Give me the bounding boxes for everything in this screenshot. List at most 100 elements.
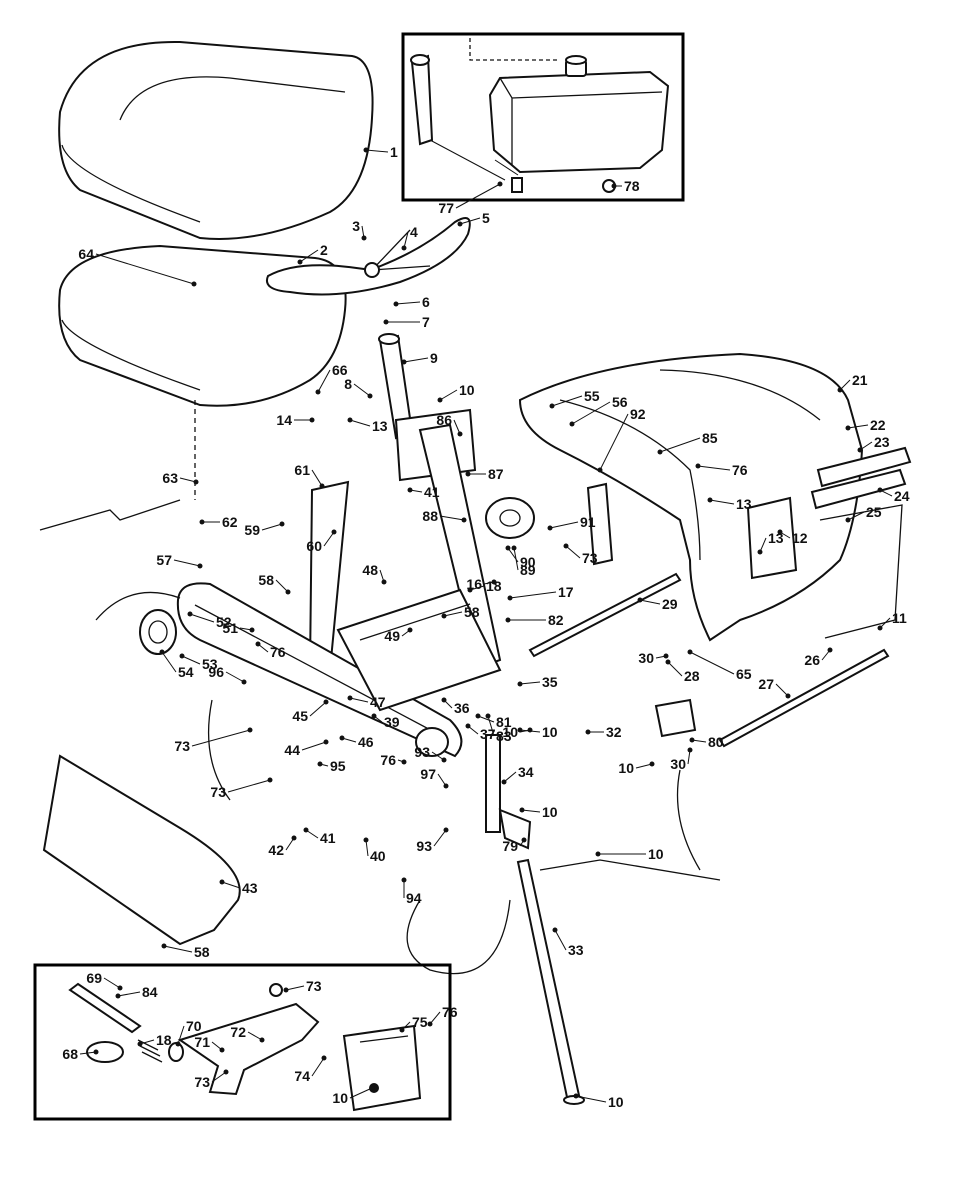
part-callout-number: 86	[436, 412, 452, 428]
callout-leader-line	[443, 611, 463, 617]
callout-target-dot	[347, 695, 353, 701]
part-callout-number: 58	[464, 604, 480, 620]
callout-leader-line	[191, 729, 251, 747]
part-callout-number: 69	[86, 970, 102, 986]
callout-leader-line	[775, 683, 789, 697]
callout-target-dot	[223, 1069, 229, 1075]
part-callout-number: 52	[216, 614, 232, 630]
callout-target-dot	[401, 245, 407, 251]
callout-target-dot	[845, 425, 851, 431]
part-callout-number: 79	[502, 838, 518, 854]
callout-leader-line	[227, 779, 271, 793]
callout-leader-line	[689, 651, 735, 675]
part-callout-number: 13	[768, 530, 784, 546]
callout-target-dot	[279, 521, 285, 527]
callout-leader-line	[173, 559, 201, 567]
callout-target-dot	[569, 421, 575, 427]
callout-target-dot	[547, 525, 553, 531]
part-callout-number: 76	[732, 462, 748, 478]
part-callout-number: 95	[330, 758, 346, 774]
part-callout-number: 91	[580, 514, 596, 530]
part-callout-number: 63	[162, 470, 178, 486]
part-callout-number: 97	[420, 766, 436, 782]
callout-leader-line	[403, 231, 409, 249]
part-callout-number: 93	[414, 744, 430, 760]
callout-target-dot	[367, 393, 373, 399]
part-callout-number: 68	[62, 1046, 78, 1062]
part-callout-number: 48	[362, 562, 378, 578]
callout-leader-line	[353, 383, 371, 397]
shift-lever-icon	[177, 1002, 320, 1096]
callout-leader-line	[453, 419, 461, 435]
part-callout-number: 11	[892, 610, 907, 626]
part-callout-number: 85	[702, 430, 718, 446]
callout-target-dot	[827, 647, 833, 653]
callout-leader-line	[487, 715, 495, 737]
callout-leader-line	[433, 829, 447, 847]
callout-target-dot	[573, 1093, 579, 1099]
callout-leader-line	[439, 515, 465, 521]
part-callout-number: 73	[194, 1074, 210, 1090]
part-callout-number: 1	[390, 144, 398, 160]
callout-leader-line	[599, 413, 629, 471]
callout-target-dot	[339, 735, 345, 741]
callout-target-dot	[309, 417, 315, 423]
callout-target-dot	[457, 221, 463, 227]
callout-target-dot	[319, 483, 325, 489]
part-callout-number: 56	[612, 394, 628, 410]
part-callout-number: 73	[174, 738, 190, 754]
callout-target-dot	[657, 449, 663, 455]
part-callout-number: 13	[736, 496, 752, 512]
callout-leader-line	[181, 655, 201, 665]
side-panel-icon	[42, 754, 241, 946]
engine-mount-icon	[485, 497, 535, 539]
callout-leader-line	[697, 465, 731, 471]
callout-target-dot	[443, 827, 449, 833]
part-callout-number: 30	[670, 756, 686, 772]
callout-target-dot	[527, 727, 533, 733]
callout-leader-line	[309, 701, 327, 717]
part-callout-number: 2	[320, 242, 328, 258]
callout-target-dot	[877, 487, 883, 493]
callout-leader-line	[275, 579, 289, 593]
part-callout-number: 90	[520, 554, 536, 570]
callout-target-dot	[563, 543, 569, 549]
part-callout-number: 13	[372, 418, 388, 434]
part-callout-number: 41	[320, 830, 336, 846]
part-callout-number: 73	[582, 550, 598, 566]
callout-target-dot	[393, 301, 399, 307]
callout-target-dot	[519, 807, 525, 813]
pedal-bracket-icon	[654, 698, 697, 738]
part-callout-number: 7	[422, 314, 430, 330]
drive-belt-icon	[176, 582, 463, 758]
callout-target-dot	[399, 1027, 405, 1033]
callout-leader-line	[247, 1031, 263, 1041]
part-callout-number: 73	[210, 784, 226, 800]
part-callout-number: 3	[352, 218, 360, 234]
part-callout-number: 10	[502, 724, 518, 740]
callout-target-dot	[511, 545, 517, 551]
callout-leader-line	[507, 547, 519, 563]
callout-target-dot	[361, 235, 367, 241]
part-callout-number: 58	[194, 944, 210, 960]
callout-leader-line	[365, 149, 389, 153]
callout-target-dot	[297, 259, 303, 265]
callout-target-dot	[193, 479, 199, 485]
callout-leader-line	[503, 771, 517, 783]
callout-target-dot	[363, 837, 369, 843]
callout-target-dot	[521, 837, 527, 843]
callout-target-dot	[837, 387, 843, 393]
part-callout-number: 61	[294, 462, 310, 478]
callout-leader-line	[395, 301, 421, 305]
callout-target-dot	[291, 835, 297, 841]
pulley-icon	[139, 609, 449, 757]
callout-leader-line	[163, 945, 193, 953]
part-callout-number: 21	[852, 372, 868, 388]
part-callout-number: 47	[370, 694, 386, 710]
callout-target-dot	[179, 653, 185, 659]
callout-target-dot	[491, 579, 497, 585]
callout-target-dot	[585, 729, 591, 735]
callout-target-dot	[331, 529, 337, 535]
callout-target-dot	[115, 993, 121, 999]
